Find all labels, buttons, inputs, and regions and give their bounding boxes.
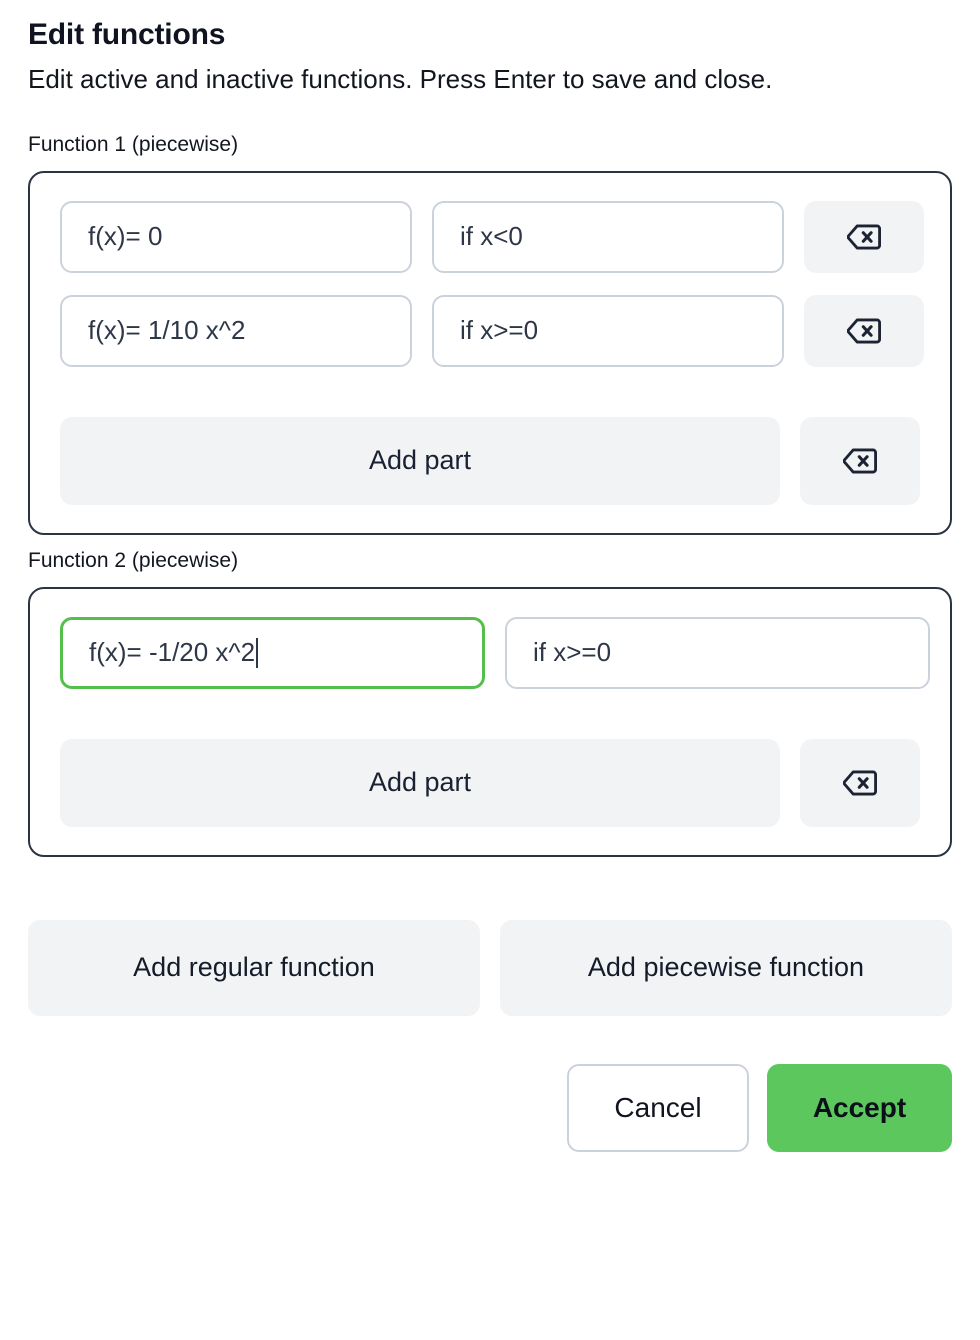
function-1-part-1-delete-button[interactable] — [804, 200, 924, 273]
function-1-add-part-button[interactable]: Add part — [60, 416, 780, 505]
function-2-part-1-expression-input[interactable]: f(x)= -1/20 x^2 — [60, 616, 485, 689]
function-1-part-1-condition-input[interactable]: if x<0 — [432, 200, 784, 273]
cancel-button[interactable]: Cancel — [567, 1063, 749, 1152]
dialog-title: Edit functions — [28, 18, 226, 51]
add-function-row: Add regular function Add piecewise funct… — [28, 919, 952, 1016]
function-group-2: Function 2 (piecewise) f(x)= -1/20 x^2 i… — [28, 543, 952, 857]
function-group-1: Function 1 (piecewise) f(x)= 0 if x<0 — [28, 127, 952, 535]
function-1-part-row-1: f(x)= 0 if x<0 — [60, 200, 924, 273]
function-1-addpart-row: Add part — [60, 416, 920, 505]
function-1-card: f(x)= 0 if x<0 f(x)= 1/10 x^2 if x>=0 — [28, 170, 952, 535]
function-1-part-row-2: f(x)= 1/10 x^2 if x>=0 — [60, 294, 924, 367]
function-2-addpart-row: Add part — [60, 738, 920, 827]
backspace-delete-icon — [843, 448, 877, 474]
backspace-delete-icon — [847, 318, 881, 344]
backspace-delete-icon — [843, 770, 877, 796]
add-regular-function-button[interactable]: Add regular function — [28, 919, 480, 1016]
text-cursor — [256, 637, 259, 668]
function-1-part-2-expression-input[interactable]: f(x)= 1/10 x^2 — [60, 294, 412, 367]
function-2-delete-function-button[interactable] — [800, 738, 920, 827]
function-2-part-1-condition-input[interactable]: if x>=0 — [505, 616, 930, 689]
function-2-card: f(x)= -1/20 x^2 if x>=0 Add part — [28, 586, 952, 857]
function-1-delete-function-button[interactable] — [800, 416, 920, 505]
accept-button[interactable]: Accept — [767, 1063, 952, 1152]
function-1-part-2-delete-button[interactable] — [804, 294, 924, 367]
function-1-part-2-condition-input[interactable]: if x>=0 — [432, 294, 784, 367]
dialog-description: Edit active and inactive functions. Pres… — [28, 64, 773, 94]
add-piecewise-function-button[interactable]: Add piecewise function — [500, 919, 952, 1016]
function-2-part-1-expression-value: f(x)= -1/20 x^2 — [89, 637, 256, 668]
function-2-label: Function 2 (piecewise) — [28, 548, 239, 572]
function-2-add-part-button[interactable]: Add part — [60, 738, 780, 827]
dialog-footer: Cancel Accept — [28, 1063, 952, 1152]
function-1-part-1-expression-input[interactable]: f(x)= 0 — [60, 200, 412, 273]
backspace-delete-icon — [847, 224, 881, 250]
function-1-label: Function 1 (piecewise) — [28, 132, 239, 156]
function-2-part-row-1: f(x)= -1/20 x^2 if x>=0 — [60, 616, 930, 689]
